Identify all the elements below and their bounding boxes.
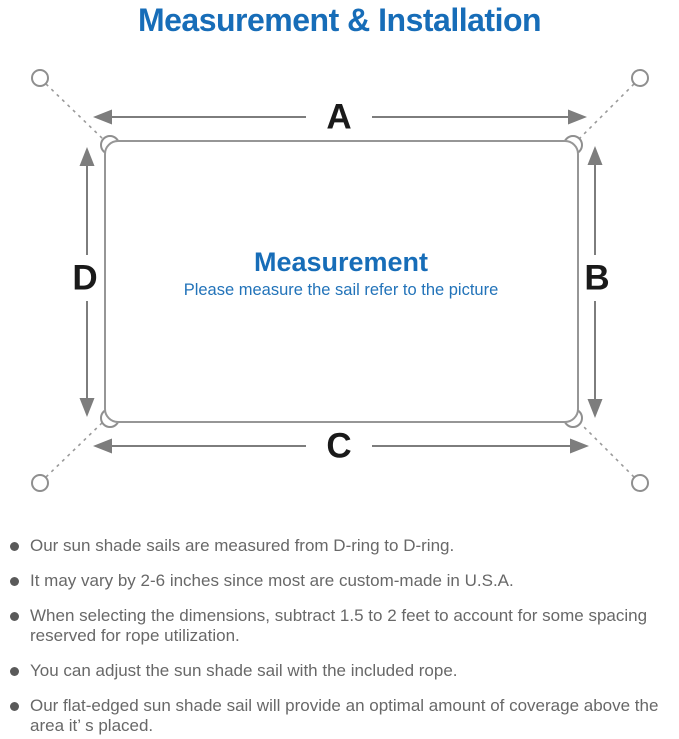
note-text: Our sun shade sails are measured from D-… [30,536,455,555]
arrowhead-up-icon [79,147,95,166]
arrowhead-left-icon [93,438,112,454]
list-item: When selecting the dimensions, subtract … [10,606,672,646]
bullet-icon [10,577,19,586]
anchor-ring-bottom-left-icon [31,474,49,492]
notes-list: Our sun shade sails are measured from D-… [10,536,672,739]
sail-outline [104,140,579,423]
dim-arrow-b [587,146,603,418]
tether-line-top-right [578,83,635,140]
measurement-subtitle: Please measure the sail refer to the pic… [184,281,499,299]
anchor-ring-bottom-right-icon [631,474,649,492]
bullet-icon [10,667,19,676]
note-text: When selecting the dimensions, subtract … [30,606,648,645]
dim-label-b: B [584,259,609,298]
arrowhead-up-icon [587,146,603,165]
tether-line-top-left [45,83,105,141]
bullet-icon [10,542,19,551]
arrowhead-left-icon [93,109,112,125]
list-item: Our flat-edged sun shade sail will provi… [10,696,672,736]
dim-label-a: A [326,98,351,137]
tether-line-bottom-left [45,420,105,478]
dim-label-c: C [326,427,351,466]
page-title: Measurement & Installation [137,2,542,38]
tether-line-bottom-right [578,421,635,478]
list-item: Our sun shade sails are measured from D-… [10,536,672,556]
bullet-icon [10,702,19,711]
anchor-rings [31,69,649,492]
dim-arrow-c [93,438,589,454]
dim-arrow-a [93,109,587,125]
arrowhead-right-icon [568,109,587,125]
arrowhead-right-icon [570,438,589,454]
list-item: You can adjust the sun shade sail with t… [10,661,672,681]
list-item: It may vary by 2-6 inches since most are… [10,571,672,591]
note-text: You can adjust the sun shade sail with t… [30,661,458,680]
anchor-ring-top-left-icon [31,69,49,87]
note-text: Our flat-edged sun shade sail will provi… [30,696,659,735]
dim-label-d: D [72,259,97,298]
anchor-ring-top-right-icon [631,69,649,87]
arrowhead-down-icon [79,398,95,417]
arrowhead-down-icon [587,399,603,418]
dim-arrow-d [79,147,95,417]
sail-measurement-diagram: A C D B Measurement Please measure the s… [31,69,649,492]
tether-lines [45,83,635,478]
bullet-icon [10,612,19,621]
measurement-heading: Measurement [254,247,428,277]
note-text: It may vary by 2-6 inches since most are… [30,571,514,590]
